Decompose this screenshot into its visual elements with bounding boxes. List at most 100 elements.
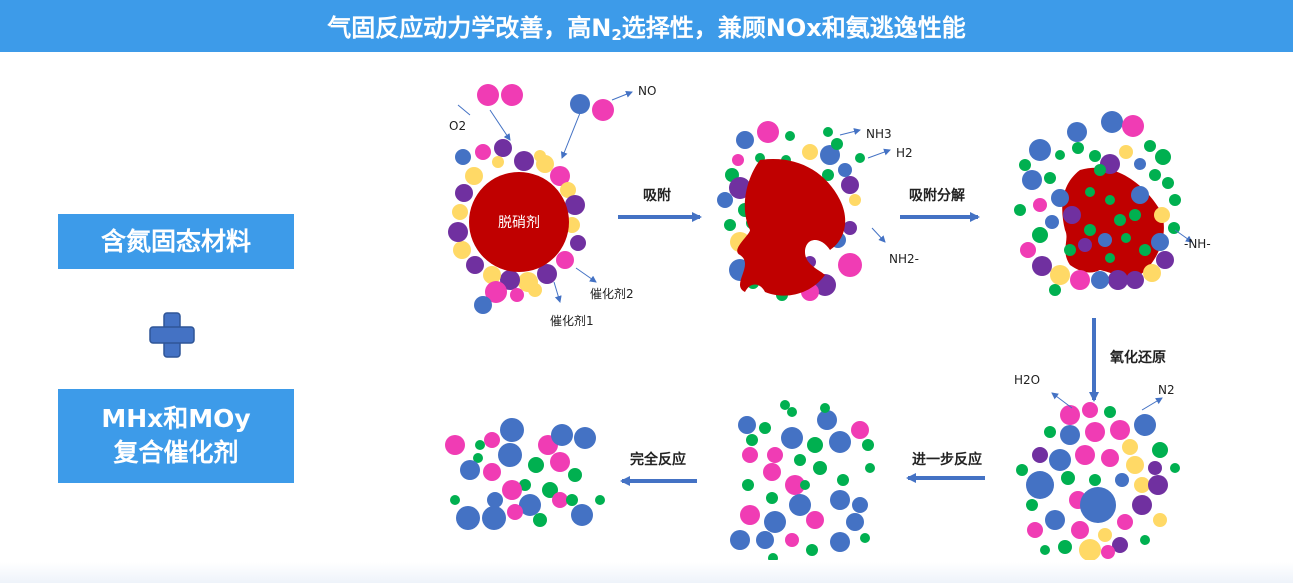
- particle-dot: [556, 251, 574, 269]
- catalyst-label-line2: 复合催化剂: [113, 438, 239, 467]
- nh-label: -NH-: [1184, 237, 1211, 251]
- particle-dot: [1110, 420, 1130, 440]
- particle-dot: [862, 439, 874, 451]
- particle-dot: [570, 235, 586, 251]
- particle-dot: [1139, 244, 1151, 256]
- particle-dot: [829, 431, 851, 453]
- particle-dot: [830, 532, 850, 552]
- particle-dot: [806, 511, 824, 529]
- particle-dot: [742, 447, 758, 463]
- particle-dot: [494, 139, 512, 157]
- particle-dot: [1098, 528, 1112, 542]
- particle-dot: [453, 241, 471, 259]
- nh2-label: NH2-: [889, 252, 919, 266]
- particle-dot: [566, 494, 578, 506]
- particle-dot: [571, 504, 593, 526]
- particle-dot: [475, 440, 485, 450]
- no-arrow: [560, 107, 583, 159]
- particle-dot: [1022, 170, 1042, 190]
- particle-dot: [473, 453, 483, 463]
- particle-dot: [794, 454, 806, 466]
- particle-dot: [1020, 242, 1036, 258]
- particle-dot: [502, 480, 522, 500]
- particle-dot: [1032, 256, 1052, 276]
- particle-dot: [736, 131, 754, 149]
- particle-dot: [1152, 442, 1168, 458]
- particle-dot: [568, 468, 582, 482]
- stage1-particle: 脱硝剂: [448, 84, 614, 314]
- particle-dot: [781, 427, 803, 449]
- particle-dot: [855, 153, 865, 163]
- particle-dot: [460, 460, 480, 480]
- adsorb-decompose-label: 吸附分解: [909, 187, 965, 204]
- particle-dot: [1105, 195, 1115, 205]
- particle-dot: [1162, 177, 1174, 189]
- particle-dot: [724, 219, 736, 231]
- particle-dot: [1060, 405, 1080, 425]
- particle-dot: [1026, 471, 1054, 499]
- o2-label: O2: [449, 119, 466, 133]
- redox-label: 氧化还原: [1109, 349, 1166, 366]
- particle-dot: [1050, 265, 1070, 285]
- particle-dot: [592, 99, 614, 121]
- particle-dot: [448, 222, 468, 242]
- particle-dot: [1061, 471, 1075, 485]
- particle-dot: [1049, 449, 1071, 471]
- plus-icon: [149, 312, 195, 358]
- particle-dot: [846, 513, 864, 531]
- particle-dot: [1134, 477, 1150, 493]
- particle-dot: [764, 511, 786, 533]
- particle-dot: [1155, 149, 1171, 165]
- particle-dot: [1051, 189, 1069, 207]
- particle-dot: [1085, 422, 1105, 442]
- particle-dot: [534, 150, 546, 162]
- particle-dot: [475, 144, 491, 160]
- particle-dot: [1151, 233, 1169, 251]
- particle-dot: [1140, 535, 1150, 545]
- particle-dot: [767, 447, 783, 463]
- o2-line: [457, 104, 471, 116]
- particle-dot: [820, 403, 830, 413]
- n2-arrow: [1141, 397, 1163, 411]
- stage6-particle: [445, 418, 605, 530]
- particle-dot: [1119, 145, 1133, 159]
- particle-dot: [851, 421, 869, 439]
- particle-dot: [1129, 209, 1141, 221]
- particle-dot: [595, 495, 605, 505]
- particle-dot: [1072, 142, 1084, 154]
- complete-label: 完全反应: [630, 451, 686, 468]
- particle-dot: [574, 427, 596, 449]
- particle-dot: [787, 407, 797, 417]
- particle-dot: [756, 531, 774, 549]
- particle-dot: [487, 492, 503, 508]
- core-label: 脱硝剂: [498, 215, 540, 231]
- particle-dot: [1032, 447, 1048, 463]
- particle-dot: [1080, 487, 1116, 523]
- material-box: 含氮固态材料: [58, 214, 294, 269]
- particle-dot: [528, 457, 544, 473]
- particle-dot: [785, 131, 795, 141]
- particle-dot: [1045, 510, 1065, 530]
- particle-dot: [843, 221, 857, 235]
- particle-dot: [1091, 271, 1109, 289]
- particle-dot: [1144, 140, 1156, 152]
- particle-dot: [1105, 253, 1115, 263]
- particle-dot: [1153, 513, 1167, 527]
- particle-dot: [789, 494, 811, 516]
- particle-dot: [1027, 522, 1043, 538]
- particle-dot: [1029, 139, 1051, 161]
- particle-dot: [1032, 227, 1048, 243]
- particle-dot: [542, 482, 558, 498]
- particle-dot: [1115, 473, 1129, 487]
- particle-dot: [837, 474, 849, 486]
- particle-dot: [849, 194, 861, 206]
- particle-dot: [1114, 214, 1126, 226]
- particle-dot: [465, 167, 483, 185]
- particle-dot: [551, 424, 573, 446]
- particle-dot: [1121, 233, 1131, 243]
- particle-dot: [1122, 115, 1144, 137]
- particle-dot: [1082, 402, 1098, 418]
- reaction-diagram: 脱硝剂 O2 NO 催化剂2 催化剂1 NH3 H2 NH2- -NH- H2O…: [445, 84, 1211, 560]
- particle-dot: [763, 463, 781, 481]
- particle-dot: [507, 504, 523, 520]
